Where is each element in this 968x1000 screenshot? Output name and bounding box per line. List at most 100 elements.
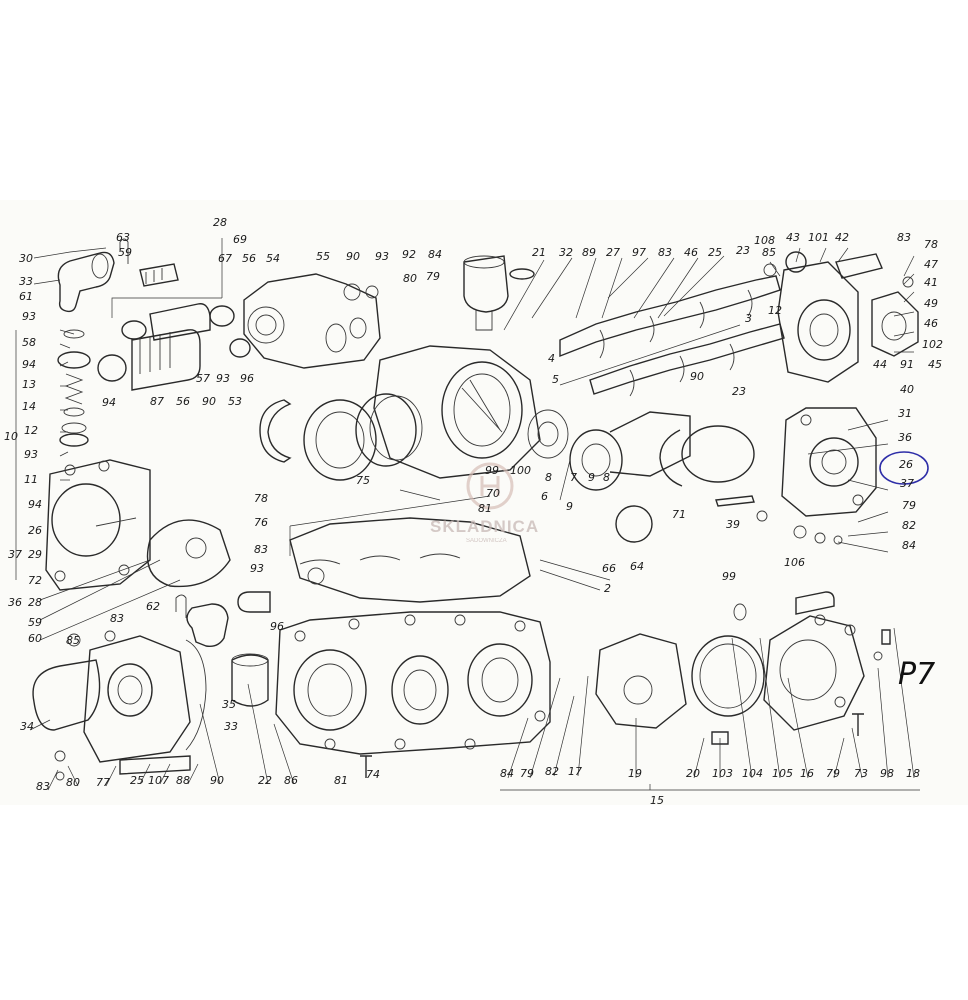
part-label-81: 81 (478, 502, 492, 515)
part-label-23: 23 (732, 385, 746, 398)
pump-body-main (275, 611, 551, 778)
part-label-82: 82 (545, 765, 559, 778)
part-label-61: 61 (19, 290, 33, 303)
part-label-22: 22 (258, 774, 272, 787)
part-label-72: 72 (28, 574, 42, 587)
part-label-5: 5 (552, 373, 559, 386)
part-label-69: 69 (233, 233, 247, 246)
part-label-7: 7 (570, 471, 577, 484)
part-label-91: 91 (900, 358, 914, 371)
part-label-12: 12 (768, 304, 782, 317)
part-label-6: 6 (541, 490, 548, 503)
part-label-87: 87 (150, 395, 164, 408)
part-label-94: 94 (28, 498, 42, 511)
part-label-105: 105 (772, 767, 793, 780)
cylinder-sleeve-rings (259, 393, 423, 481)
part-label-46: 46 (684, 246, 698, 259)
part-label-44: 44 (873, 358, 887, 371)
part-label-64: 64 (630, 560, 644, 573)
part-label-80: 80 (403, 272, 417, 285)
part-label-73: 73 (854, 767, 868, 780)
part-label-46: 46 (924, 317, 938, 330)
part-label-85: 85 (762, 246, 776, 259)
part-label-26: 26 (899, 458, 913, 471)
part-label-103: 103 (712, 767, 733, 780)
part-label-30: 30 (19, 252, 33, 265)
part-label-17: 17 (568, 765, 582, 778)
part-label-79: 79 (902, 499, 916, 512)
part-label-9: 9 (588, 471, 595, 484)
part-label-94: 94 (22, 358, 36, 371)
watermark-text: SKLADNICA (430, 517, 539, 536)
part-label-63: 63 (116, 231, 130, 244)
part-label-89: 89 (582, 246, 596, 259)
part-label-20: 20 (686, 767, 700, 780)
part-label-83: 83 (36, 780, 50, 793)
part-label-45: 45 (928, 358, 942, 371)
part-label-14: 14 (22, 400, 36, 413)
part-label-42: 42 (835, 231, 849, 244)
part-label-37: 37 (8, 548, 22, 561)
part-label-92: 92 (402, 248, 416, 261)
part-label-93: 93 (375, 250, 389, 263)
part-label-36: 36 (8, 596, 22, 609)
part-label-59: 59 (118, 246, 132, 259)
model-label: P7 (898, 657, 935, 692)
watermark-subtext: SADOWNICZA (466, 538, 507, 544)
part-label-79: 79 (426, 270, 440, 283)
part-label-93: 93 (250, 562, 264, 575)
part-label-84: 84 (500, 767, 514, 780)
part-label-28: 28 (213, 216, 227, 229)
part-label-57: 57 (196, 372, 210, 385)
part-label-78: 78 (924, 238, 938, 251)
part-label-83: 83 (658, 246, 672, 259)
part-label-56: 56 (242, 252, 256, 265)
bearing-flange-right (763, 251, 859, 383)
part-label-75: 75 (356, 474, 370, 487)
part-label-102: 102 (922, 338, 943, 351)
part-label-16: 16 (800, 767, 814, 780)
part-label-15: 15 (650, 794, 664, 807)
part-label-96: 96 (270, 620, 284, 633)
part-label-27: 27 (606, 246, 620, 259)
part-label-33: 33 (224, 720, 238, 733)
part-label-37: 37 (900, 477, 914, 490)
part-label-53: 53 (228, 395, 242, 408)
part-label-79: 79 (520, 767, 534, 780)
connecting-rods (527, 409, 755, 491)
diaphragm-dome-left (146, 519, 231, 588)
part-label-108: 108 (754, 234, 775, 247)
bolt-and-pin-small (615, 495, 768, 543)
part-label-9: 9 (566, 500, 573, 513)
part-label-18: 18 (906, 767, 920, 780)
part-label-55: 55 (316, 250, 330, 263)
crankshaft-lower (589, 323, 785, 397)
part-label-3: 3 (745, 312, 752, 325)
part-label-84: 84 (428, 248, 442, 261)
part-label-100: 100 (510, 464, 531, 477)
part-label-21: 21 (532, 246, 546, 259)
part-label-90: 90 (210, 774, 224, 787)
part-label-59: 59 (28, 616, 42, 629)
pump-head-cylinders (237, 517, 531, 613)
part-label-67: 67 (218, 252, 232, 265)
elbow-connector-lower (175, 594, 269, 707)
part-label-93: 93 (216, 372, 230, 385)
part-label-81: 81 (334, 774, 348, 787)
pto-shaft-coupling (835, 253, 919, 357)
part-label-58: 58 (22, 336, 36, 349)
part-label-99: 99 (722, 570, 736, 583)
part-label-80: 80 (66, 776, 80, 789)
part-label-90: 90 (202, 395, 216, 408)
part-label-74: 74 (366, 768, 380, 781)
part-label-76: 76 (254, 516, 268, 529)
part-label-8: 8 (603, 471, 610, 484)
valve-housing-left (45, 459, 151, 591)
part-label-11: 11 (24, 473, 38, 486)
watermark-logo: SKLADNICA SADOWNICZA (430, 462, 539, 544)
part-label-97: 97 (632, 246, 646, 259)
part-label-93: 93 (24, 448, 38, 461)
part-label-54: 54 (266, 252, 280, 265)
